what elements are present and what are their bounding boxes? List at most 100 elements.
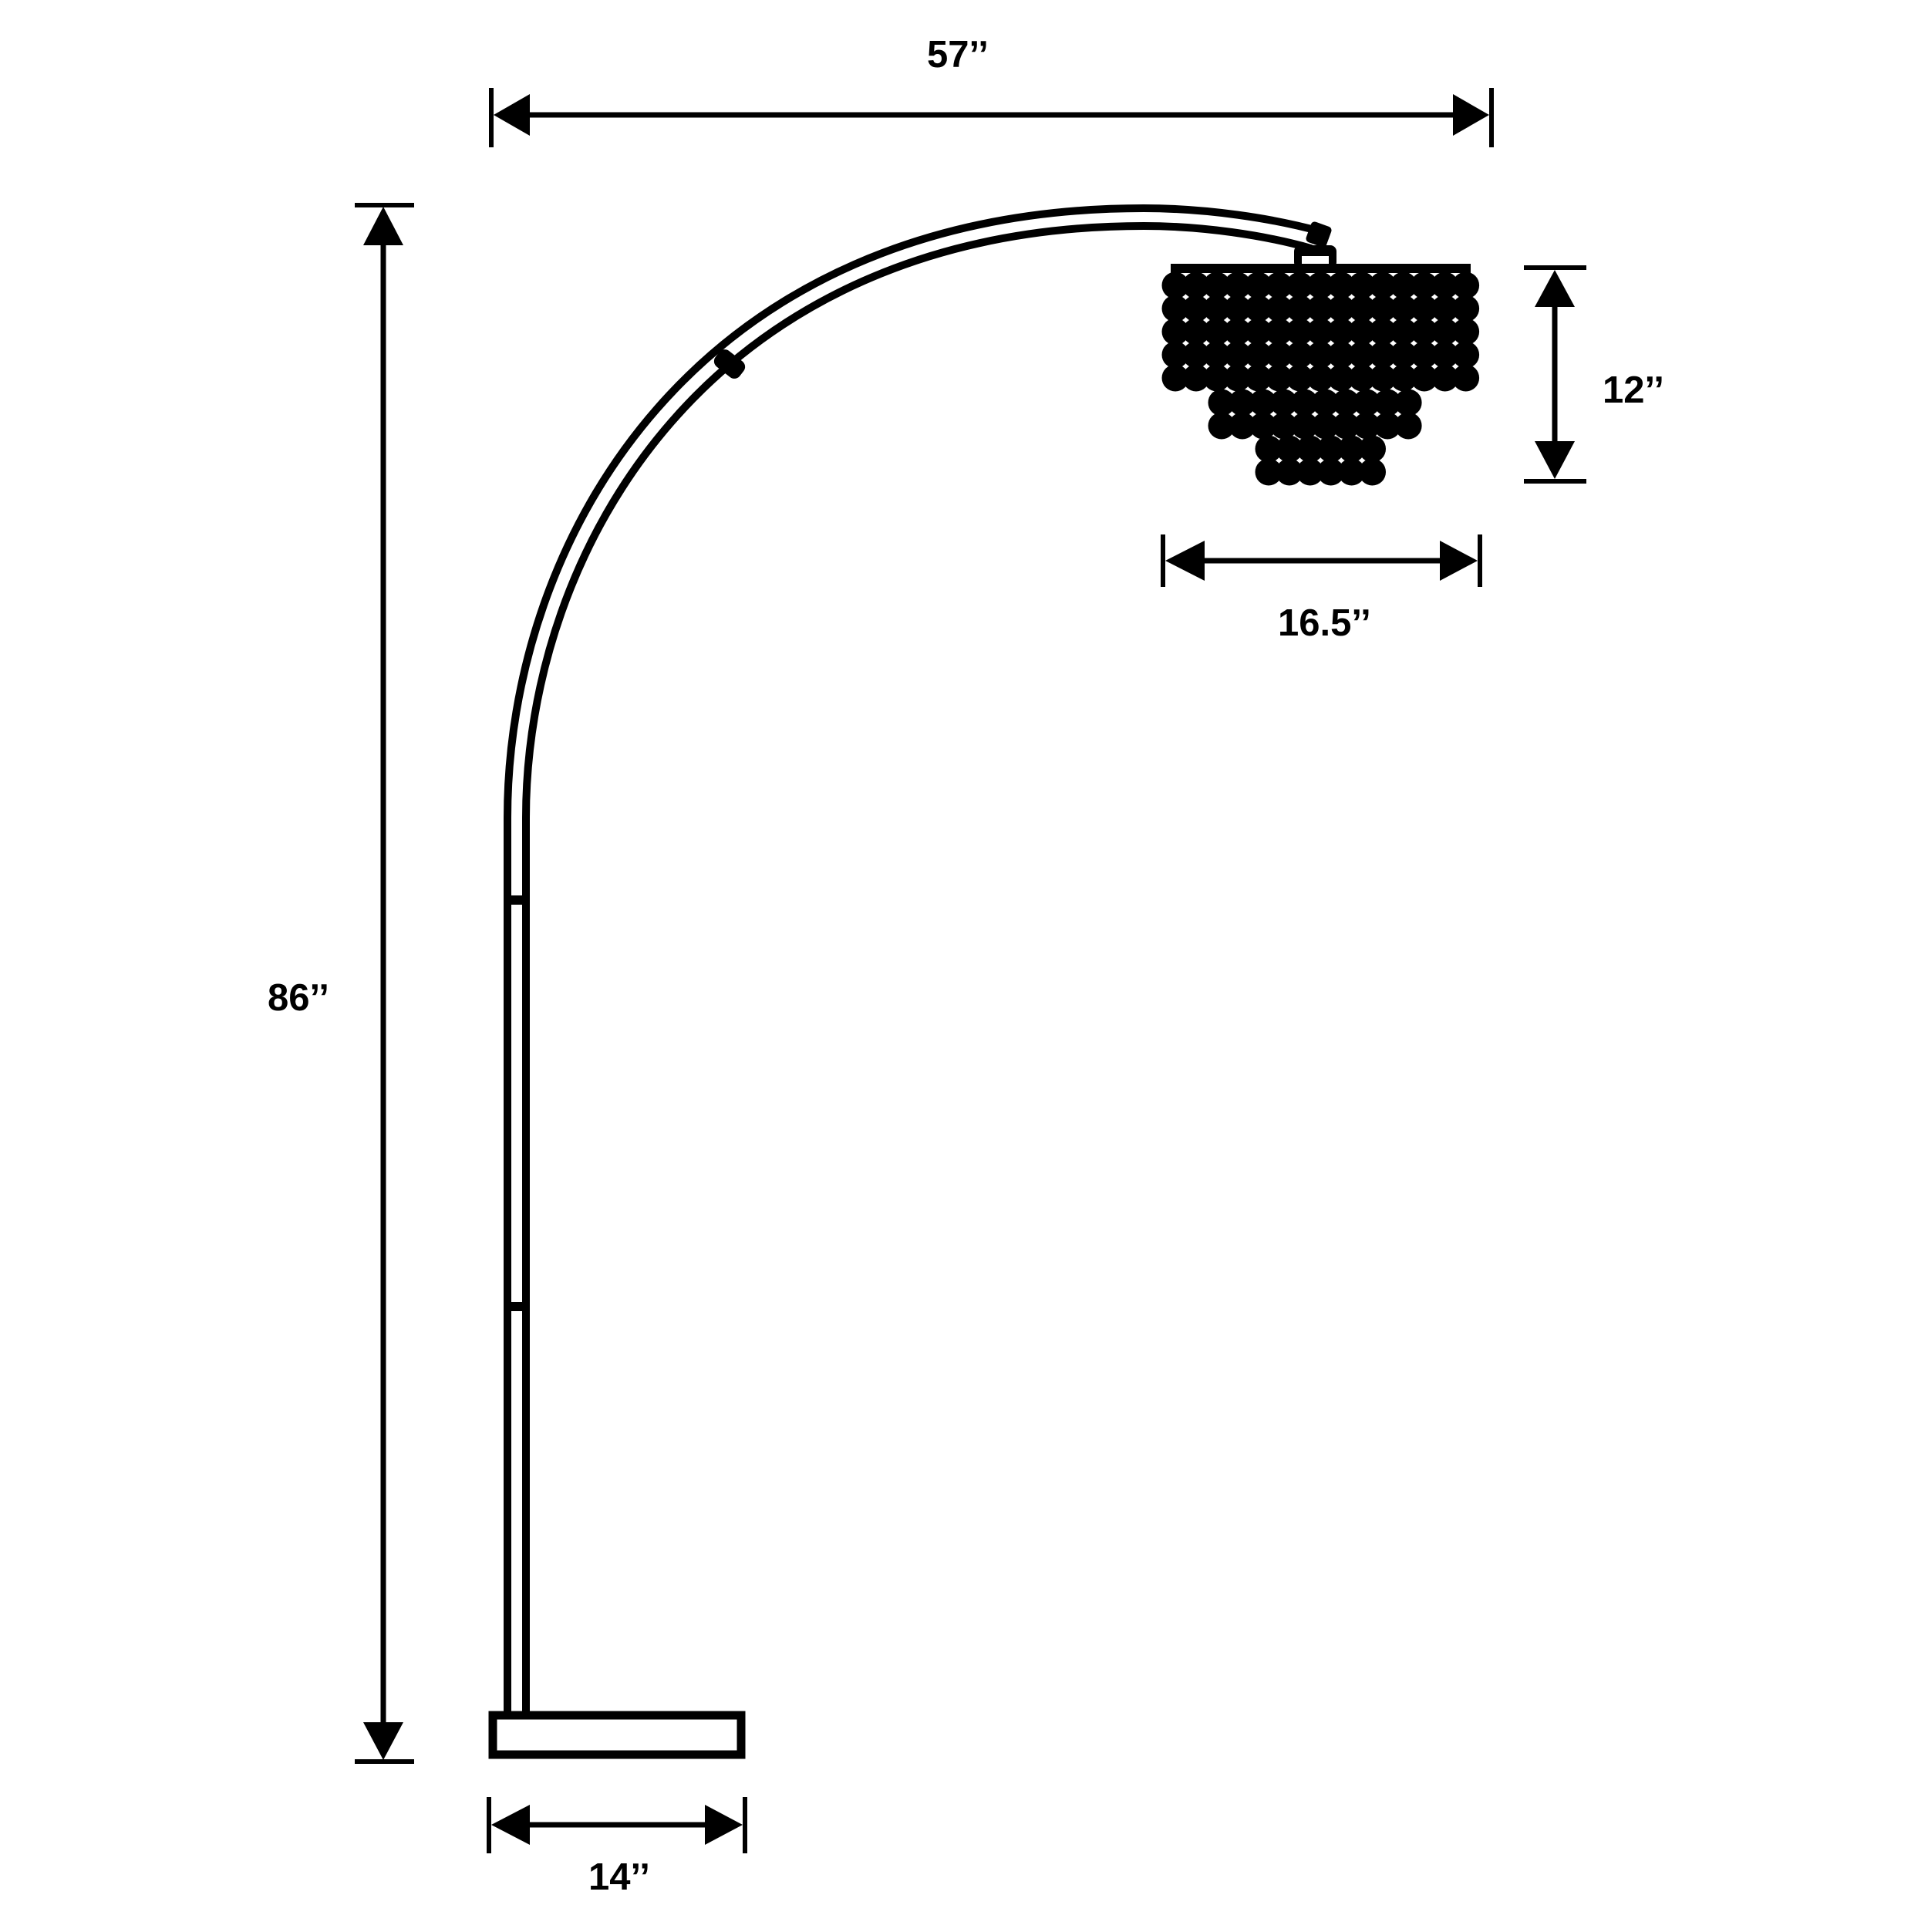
shade-bead xyxy=(1312,412,1339,440)
shade-bead xyxy=(1374,412,1401,440)
shade-bead xyxy=(1317,435,1345,463)
shade-bead xyxy=(1353,389,1380,416)
shade-bead xyxy=(1359,435,1386,463)
label-overall-width: 57’’ xyxy=(927,34,989,76)
shade-bead xyxy=(1327,271,1355,299)
shade-bead xyxy=(1348,318,1376,346)
arm-outer-line xyxy=(504,204,1324,1716)
shade-bead xyxy=(1286,364,1313,392)
shade-bead xyxy=(1411,318,1438,346)
shade-bead xyxy=(1306,341,1334,369)
dimension-shade-width xyxy=(1161,534,1482,587)
arrowhead-up-icon xyxy=(363,207,403,245)
shade-bead xyxy=(1161,341,1189,369)
arrowhead-right-icon xyxy=(1440,541,1478,581)
shade-bead xyxy=(1255,435,1283,463)
shade-bead xyxy=(1411,341,1438,369)
shade-bead xyxy=(1208,389,1235,416)
shade-bead xyxy=(1224,341,1252,369)
shade-bead xyxy=(1394,389,1422,416)
shade-bead xyxy=(1327,295,1355,322)
shade-bead xyxy=(1390,271,1417,299)
shade-bead xyxy=(1286,295,1313,322)
arrowhead-right-icon xyxy=(705,1805,743,1845)
shade-bead xyxy=(1369,318,1397,346)
shade-tier-1 xyxy=(1161,271,1480,392)
shade-bead xyxy=(1390,341,1417,369)
shade-bead xyxy=(1203,318,1231,346)
shade-bead xyxy=(1431,271,1459,299)
shade-bead xyxy=(1353,412,1380,440)
shade-bead xyxy=(1266,271,1293,299)
shade-bead xyxy=(1203,341,1231,369)
shade-bead xyxy=(1161,318,1189,346)
shade-bead xyxy=(1452,318,1480,346)
pole-joint xyxy=(504,1302,530,1311)
shade-bead xyxy=(1369,364,1397,392)
shade-bead xyxy=(1369,271,1397,299)
shade-bead xyxy=(1332,389,1360,416)
shade-bead xyxy=(1224,318,1252,346)
dimension-base-width xyxy=(487,1797,747,1853)
shade-bead xyxy=(1327,364,1355,392)
shade-bead xyxy=(1431,364,1459,392)
shade-bead xyxy=(1276,435,1303,463)
shade-tier-3 xyxy=(1255,435,1386,486)
shade-bead xyxy=(1348,271,1376,299)
shade-bead xyxy=(1291,389,1319,416)
shade-bead xyxy=(1266,341,1293,369)
shade-bead xyxy=(1182,295,1210,322)
shade-bead xyxy=(1317,458,1345,486)
shade-bead xyxy=(1245,364,1272,392)
shade-bead xyxy=(1291,412,1319,440)
shade-bead xyxy=(1161,295,1189,322)
dimension-shade-height xyxy=(1524,265,1586,484)
pole-joint xyxy=(504,895,530,905)
arrowhead-left-icon xyxy=(491,1805,530,1845)
shade-bead xyxy=(1390,318,1417,346)
shade-bead xyxy=(1431,318,1459,346)
arrowhead-up-icon xyxy=(1535,270,1575,307)
shade-bead xyxy=(1286,271,1313,299)
shade-bead xyxy=(1348,341,1376,369)
shade-bead xyxy=(1296,458,1324,486)
shade-bead xyxy=(1306,271,1334,299)
shade-bead xyxy=(1452,364,1480,392)
dimension-overall-width xyxy=(489,88,1494,147)
shade-bead xyxy=(1327,318,1355,346)
lamp-arm xyxy=(504,204,1324,1716)
shade-bead xyxy=(1182,271,1210,299)
shade-bead xyxy=(1348,295,1376,322)
shade-bead xyxy=(1306,318,1334,346)
shade-bead xyxy=(1245,341,1272,369)
arrowhead-left-icon xyxy=(1165,541,1205,581)
shade-bead xyxy=(1245,271,1272,299)
shade-bead xyxy=(1270,389,1298,416)
shade-bead xyxy=(1249,389,1277,416)
arrowhead-down-icon xyxy=(1535,441,1575,479)
shade-bead xyxy=(1452,341,1480,369)
shade-bead xyxy=(1245,318,1272,346)
shade-bead xyxy=(1245,295,1272,322)
shade-bead xyxy=(1266,295,1293,322)
shade-bead xyxy=(1312,389,1339,416)
shade-bead xyxy=(1394,412,1422,440)
shade-bead xyxy=(1369,295,1397,322)
shade-bead xyxy=(1266,318,1293,346)
shade-bead xyxy=(1327,341,1355,369)
shade-bead xyxy=(1203,295,1231,322)
arc-joint xyxy=(713,349,746,379)
shade-bead xyxy=(1229,389,1256,416)
shade-bead xyxy=(1359,458,1386,486)
shade-bead xyxy=(1374,389,1401,416)
shade-bead xyxy=(1229,412,1256,440)
shade-bead xyxy=(1255,458,1283,486)
shade-bead xyxy=(1411,364,1438,392)
shade-bead xyxy=(1306,295,1334,322)
dimension-overall-height xyxy=(355,203,414,1764)
shade-bead xyxy=(1338,458,1366,486)
shade-bead xyxy=(1224,271,1252,299)
label-shade-height: 12’’ xyxy=(1603,369,1664,411)
